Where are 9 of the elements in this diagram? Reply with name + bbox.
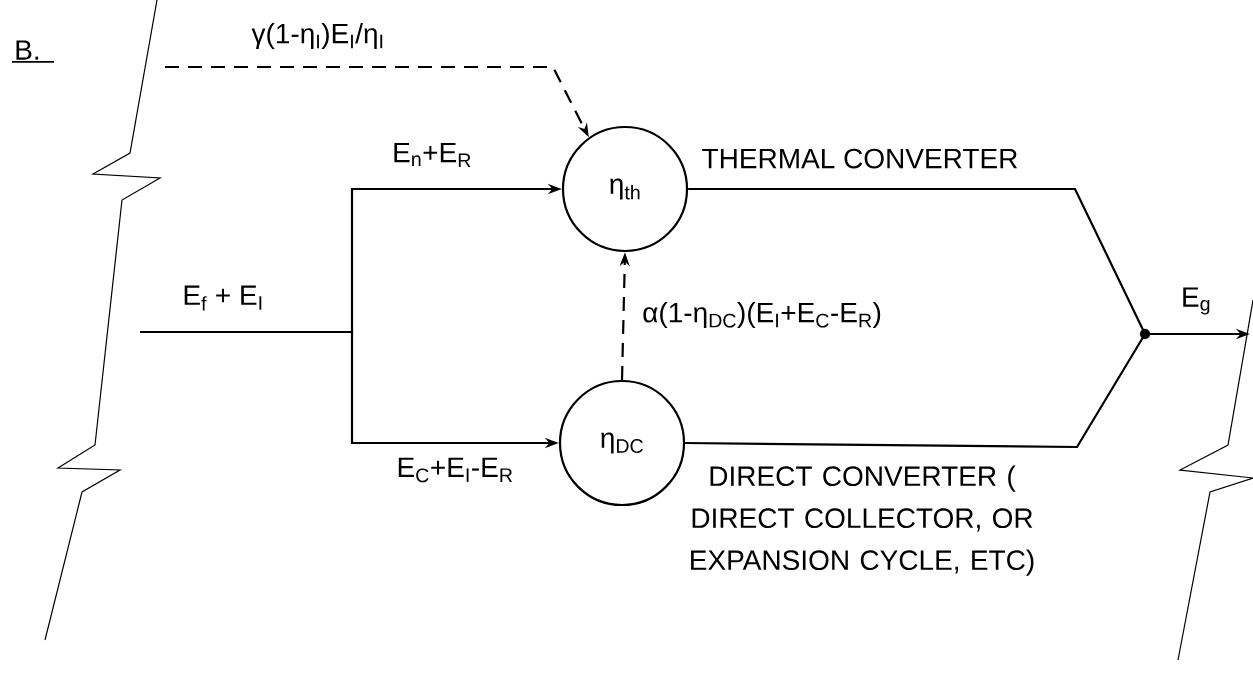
edge-label: E$_{g}$ <box>1183 287 1210 315</box>
input-label: E$_{f}$ + E$_{I}$ <box>184 285 262 311</box>
edge-label: γ(1-η$_{I}$)E$_{I}$/η$_{I}$ <box>251 22 383 50</box>
section-label: B. <box>11 38 55 63</box>
converter-caption: DIRECT CONVERTER ( DIRECT COLLECTOR, OR EXPANSION CYCLE, ETC) <box>691 465 1034 576</box>
edge-label: E$_{C}$+E$_{I}$-E$_{R}$ <box>398 457 513 483</box>
edge-label: E$_{n}$+E$_{R}$ <box>394 142 471 168</box>
converter-caption: THERMAL CONVERTER <box>702 148 1018 169</box>
edge-label: α(1-η$_{DC}$)(E$_{I}$+E$_{C}$-E$_{R}$) <box>643 301 881 329</box>
